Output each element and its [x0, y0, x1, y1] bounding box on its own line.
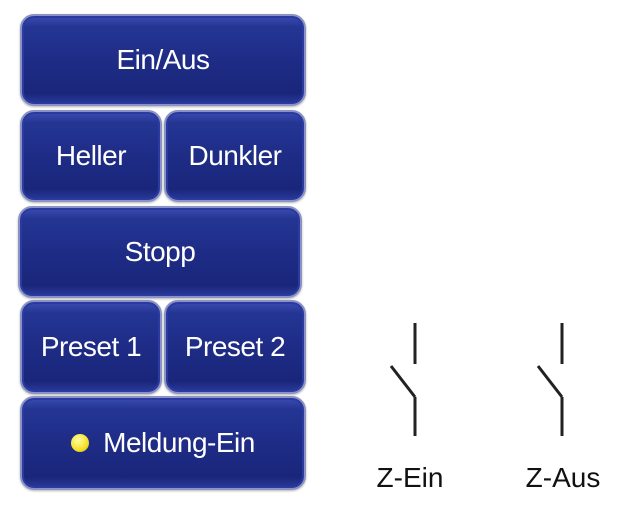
- switch-open-icon: [536, 323, 564, 436]
- status-label: Meldung-Ein: [103, 427, 255, 458]
- preset-2-label: Preset 2: [184, 331, 286, 362]
- preset-1-label: Preset 1: [40, 331, 142, 362]
- stop-label: Stopp: [124, 236, 196, 267]
- darker-button[interactable]: Dunkler: [164, 110, 306, 202]
- brighter-button[interactable]: Heller: [20, 110, 162, 202]
- stop-button[interactable]: Stopp: [18, 206, 302, 298]
- darker-label: Dunkler: [188, 140, 282, 171]
- on-off-label: Ein/Aus: [116, 44, 211, 75]
- on-off-button[interactable]: Ein/Aus: [20, 14, 306, 106]
- status-button[interactable]: Meldung-Ein: [20, 396, 306, 490]
- status-led-icon: [71, 434, 90, 452]
- preset-1-button[interactable]: Preset 1: [20, 300, 162, 394]
- brighter-label: Heller: [55, 140, 127, 171]
- switch-label-z-ein: Z-Ein: [376, 462, 444, 493]
- switch-label-z-aus: Z-Aus: [525, 462, 601, 493]
- switch-open-icon: [389, 323, 417, 436]
- preset-2-button[interactable]: Preset 2: [164, 300, 306, 394]
